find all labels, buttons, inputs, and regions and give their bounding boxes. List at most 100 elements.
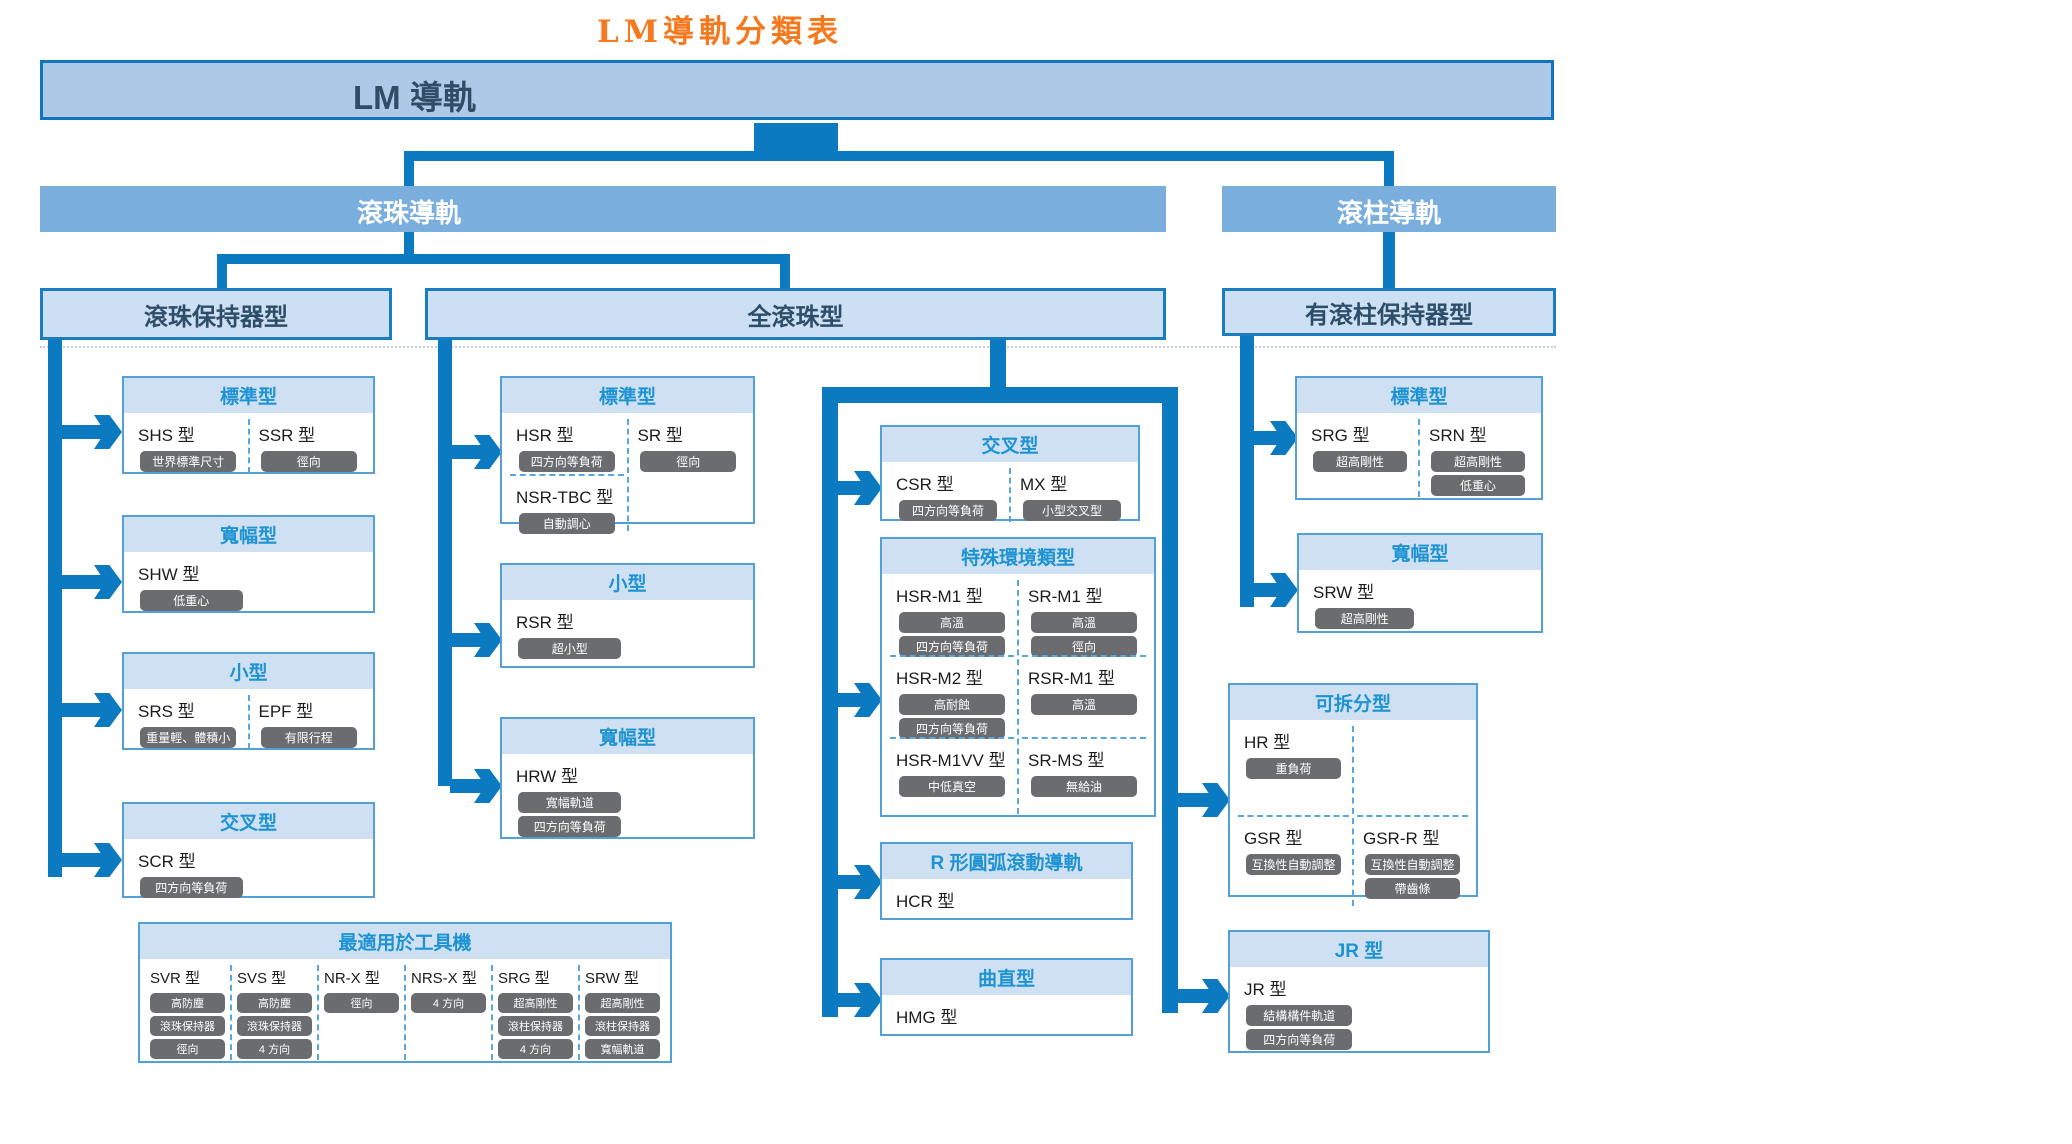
box-column: SRW 型超高剛性 (1305, 574, 1535, 632)
model-name: HCR 型 (896, 892, 955, 911)
model-entry: CSR 型四方向等負荷 (888, 466, 1008, 524)
model-name: SRS 型 (138, 702, 195, 721)
box-column: HCR 型 (888, 883, 1125, 915)
box-column: NR-X 型徑向 (320, 963, 403, 1062)
feature-tag: 超小型 (518, 638, 622, 659)
box-column: SCR 型四方向等負荷 (130, 843, 367, 901)
feature-tag: 高耐蝕 (899, 694, 1005, 715)
model-entry: HRW 型寬幅軌道四方向等負荷 (508, 758, 747, 840)
feature-tag: 四方向等負荷 (899, 718, 1005, 739)
feature-tag: 超高剛性 (1431, 451, 1525, 472)
box-column: GSR-R 型互換性自動調整帶齒條 (1355, 724, 1470, 908)
box-title: 寬幅型 (502, 719, 753, 754)
connector-roller-stem (1383, 232, 1395, 288)
feature-tag: 4 方向 (497, 1039, 574, 1059)
model-entry: HSR-M1VV 型中低真空 (888, 742, 1016, 816)
box-column: SHS 型世界標準尺寸 (130, 417, 247, 475)
column-divider (247, 695, 250, 749)
column-divider (1352, 726, 1354, 906)
box-title: JR 型 (1230, 932, 1488, 967)
model-entry: SRN 型超高剛性低重心 (1421, 417, 1535, 499)
model-name: GSR 型 (1244, 829, 1303, 848)
model-name: RSR-M1 型 (1028, 669, 1115, 688)
box-title: 交叉型 (124, 804, 373, 839)
model-entry: SHW 型低重心 (130, 556, 367, 614)
model-entry: HCR 型 (888, 883, 1125, 915)
trunk-full-ball-left (438, 340, 452, 786)
box-column: SRG 型超高剛性 (1303, 417, 1417, 499)
feature-tag: 徑向 (149, 1039, 226, 1059)
box-title: 可拆分型 (1230, 685, 1476, 720)
connector-root-stem (754, 123, 838, 151)
feature-tag: 高溫 (1031, 694, 1137, 715)
model-entry: SR 型徑向 (630, 417, 748, 472)
model-entry: SRW 型超高剛性滾柱保持器寬幅軌道 (581, 963, 664, 1062)
box-title: 標準型 (1297, 378, 1541, 413)
feature-tag: 重量輕、體積小 (140, 727, 237, 748)
feature-tag: 四方向等負荷 (899, 636, 1005, 657)
arrow-to-rc-wide (1252, 573, 1298, 607)
feature-tag: 低重心 (1431, 475, 1525, 496)
feature-tag: 超高剛性 (1315, 608, 1415, 629)
model-name: SSR 型 (258, 426, 316, 445)
feature-tag: 互換性自動調整 (1246, 854, 1341, 875)
model-name: SRW 型 (585, 970, 639, 987)
model-name: SHS 型 (138, 426, 195, 445)
box-body: SHW 型低重心 (124, 552, 373, 620)
root-node-label: LM 導軌 (353, 79, 476, 116)
root-node-lm-guide: LM 導軌 (40, 60, 1554, 120)
feature-tag: 超高剛性 (497, 993, 574, 1013)
feature-tag: 滾柱保持器 (497, 1016, 574, 1036)
feature-tag: 結構構件軌道 (1246, 1005, 1353, 1026)
model-name: GSR-R 型 (1363, 829, 1440, 848)
model-entry: NSR-TBC 型自動調心 (508, 479, 626, 534)
box-body: JR 型結構構件軌道四方向等負荷 (1230, 967, 1488, 1059)
model-entry: HSR-M1 型高溫四方向等負荷 (888, 578, 1016, 657)
box-title: 最適用於工具機 (140, 924, 670, 959)
row-divider (890, 737, 1014, 739)
column-divider (1009, 468, 1011, 522)
feature-tag: 超高剛性 (1313, 451, 1407, 472)
box-column: SRW 型超高剛性滾柱保持器寬幅軌道 (581, 963, 664, 1062)
model-name: CSR 型 (896, 475, 954, 494)
connector-ball-hbar (217, 254, 790, 264)
model-name: HRW 型 (516, 767, 579, 786)
feature-tag: 自動調心 (518, 513, 615, 534)
column-divider (247, 419, 250, 473)
feature-tag: 滾珠保持器 (149, 1016, 226, 1036)
model-entry: SSR 型徑向 (251, 417, 368, 475)
arrow-to-bk-cross (60, 843, 122, 877)
feature-tag: 四方向等負荷 (518, 816, 622, 837)
model-name: SVR 型 (150, 970, 201, 987)
box-title: 標準型 (124, 378, 373, 413)
feature-tag: 世界標準尺寸 (140, 451, 237, 472)
model-name: SRG 型 (1311, 426, 1370, 445)
model-name: SRW 型 (1313, 583, 1375, 602)
feature-tag: 高防塵 (236, 993, 313, 1013)
arrow-to-fb-standard (450, 435, 502, 469)
arrow-to-bk-wide (60, 565, 122, 599)
model-name: HMG 型 (896, 1008, 958, 1027)
model-entry: EPF 型有限行程 (251, 693, 368, 751)
type-box-bk-cross: 交叉型 SCR 型四方向等負荷 (122, 802, 375, 898)
arrow-to-fb-mini (450, 623, 502, 657)
feature-tag: 寬幅軌道 (518, 792, 622, 813)
feature-tag: 4 方向 (236, 1039, 313, 1059)
model-name: SHW 型 (138, 565, 200, 584)
model-name: HSR 型 (516, 426, 574, 445)
arrow-to-bk-mini (60, 693, 122, 727)
box-body: SRS 型重量輕、體積小 EPF 型有限行程 (124, 689, 373, 757)
model-name: SVS 型 (237, 970, 287, 987)
box-title: 特殊環境類型 (882, 539, 1154, 574)
feature-tag: 四方向等負荷 (518, 451, 615, 472)
